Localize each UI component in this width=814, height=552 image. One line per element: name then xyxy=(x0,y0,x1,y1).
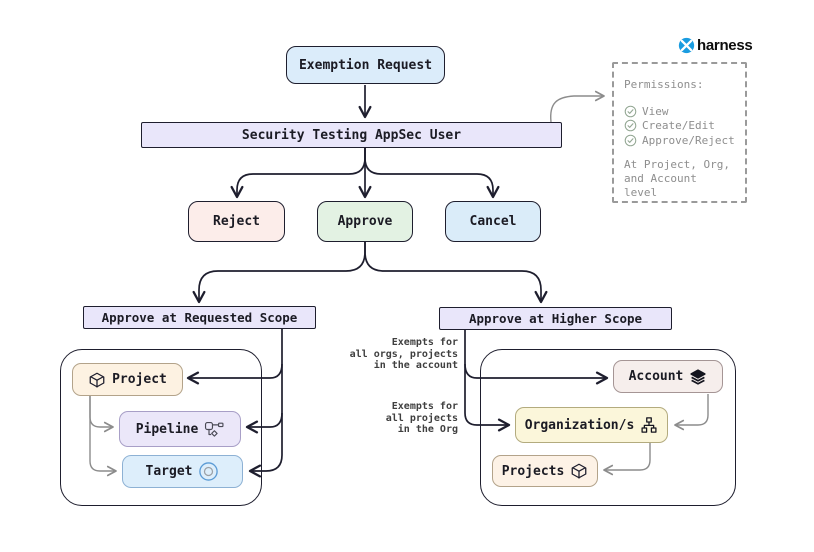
arrow-appsec-to-reject xyxy=(230,148,366,199)
projects-node: Projects xyxy=(492,455,598,487)
harness-logo-icon xyxy=(678,37,695,54)
pipeline-icon xyxy=(204,421,224,438)
arrow-appsec-to-cancel xyxy=(364,148,500,199)
permissions-title: Permissions: xyxy=(624,78,704,91)
reject-node: Reject xyxy=(188,201,285,242)
arrow-approve-to-requested-scope xyxy=(192,242,366,304)
permission-item-approve-reject: Approve/Reject xyxy=(624,134,736,148)
permissions-scope-note: At Project, Org, and Account level xyxy=(624,158,730,199)
higher-scope-label: Approve at Higher Scope xyxy=(468,311,643,326)
target-node: Target xyxy=(122,455,243,488)
organizations-node: Organization/s xyxy=(515,407,668,443)
permissions-panel: Permissions: View Create/Edit Approve/Re… xyxy=(612,62,747,203)
cube-icon xyxy=(88,371,106,389)
exemption-request-label: Exemption Request xyxy=(298,57,433,73)
project-label: Project xyxy=(112,372,167,387)
org-chart-icon xyxy=(640,416,658,434)
check-circle-icon xyxy=(624,134,637,147)
requested-scope-header: Approve at Requested Scope xyxy=(83,306,316,329)
account-exempt-note: Exempts for all orgs, projects in the ac… xyxy=(349,337,458,371)
cancel-label: Cancel xyxy=(469,214,517,229)
permission-item-create-edit: Create/Edit xyxy=(624,119,736,133)
harness-logo: harness xyxy=(678,37,753,54)
check-circle-icon xyxy=(624,105,637,118)
layers-icon xyxy=(689,368,707,386)
projects-label: Projects xyxy=(501,463,565,479)
harness-logo-text: harness xyxy=(697,37,753,54)
exemption-request-node: Exemption Request xyxy=(286,46,445,84)
higher-scope-header: Approve at Higher Scope xyxy=(439,307,672,330)
requested-scope-label: Approve at Requested Scope xyxy=(101,310,298,325)
organizations-label: Organization/s xyxy=(524,417,635,433)
appsec-user-label: Security Testing AppSec User xyxy=(241,127,462,143)
cancel-node: Cancel xyxy=(445,201,541,242)
arrow-appsec-to-permissions xyxy=(550,90,605,123)
approve-node: Approve xyxy=(317,201,413,242)
approve-label: Approve xyxy=(337,214,393,229)
target-label: Target xyxy=(145,464,193,479)
account-node: Account xyxy=(613,360,723,393)
project-node: Project xyxy=(72,363,183,396)
reject-label: Reject xyxy=(213,214,260,229)
appsec-user-node: Security Testing AppSec User xyxy=(141,122,562,148)
arrow-approve-to-higher-scope xyxy=(364,242,548,304)
account-label: Account xyxy=(628,369,684,384)
pipeline-node: Pipeline xyxy=(119,411,241,447)
org-exempt-note: Exempts for all projects in the Org xyxy=(385,401,458,435)
target-icon xyxy=(198,461,219,482)
pipeline-label: Pipeline xyxy=(135,421,199,437)
check-circle-icon xyxy=(624,119,637,132)
cube-icon xyxy=(570,462,588,480)
permission-item-view: View xyxy=(624,105,736,119)
